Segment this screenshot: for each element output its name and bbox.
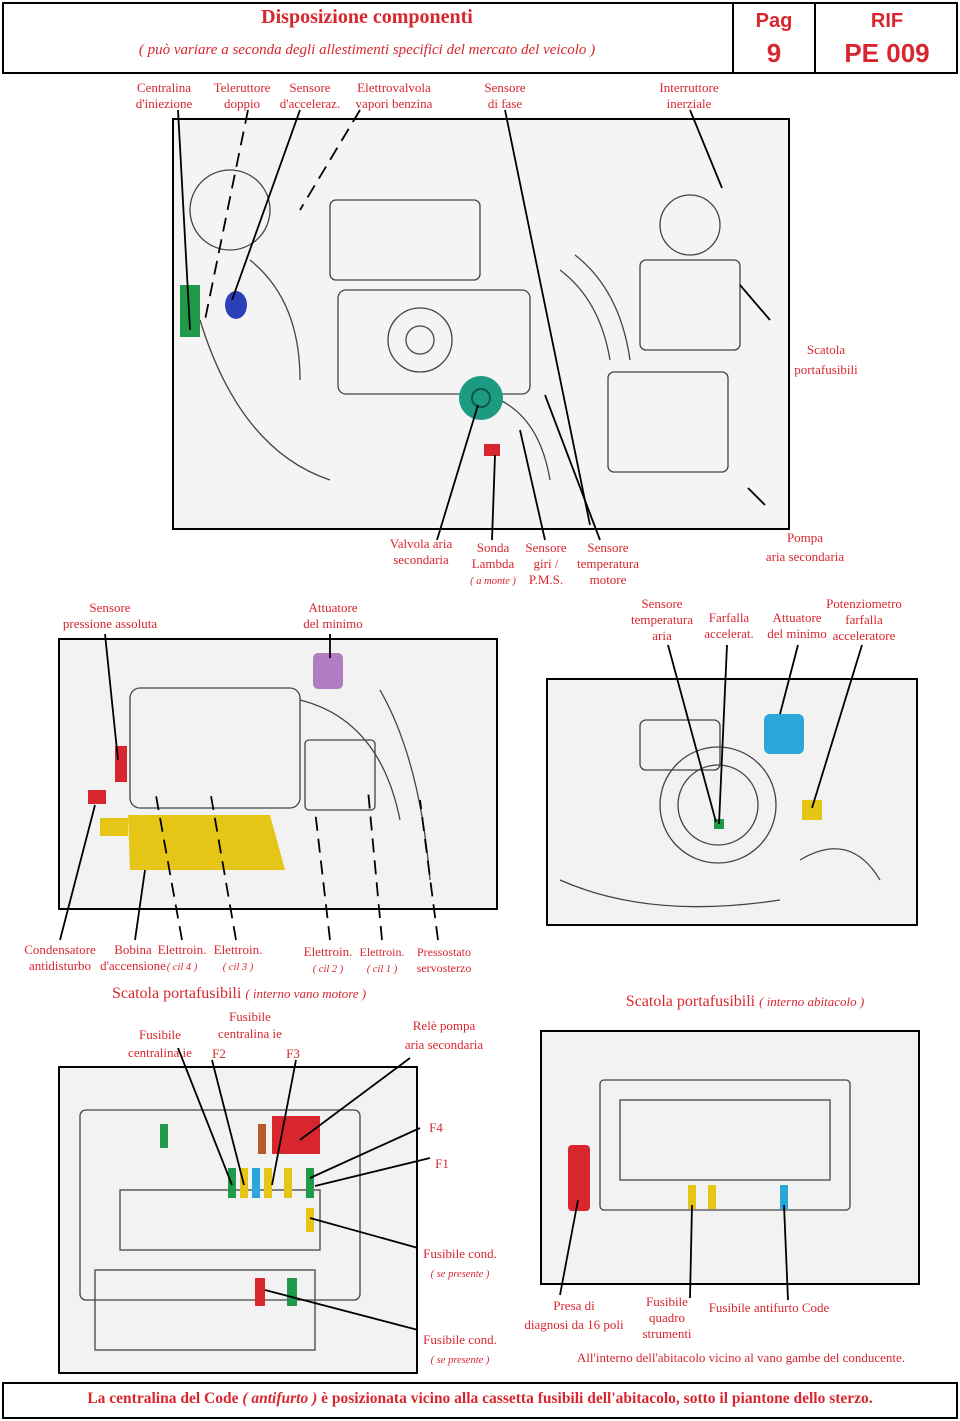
footer-box [2,1382,958,1419]
page-subtitle: ( può variare a seconda degli allestimen… [138,42,596,58]
label-elettroin1: Elettroin.( cil 1 ) [359,945,405,975]
leader-lines [59,109,863,1331]
teleruttore-marker [225,291,247,319]
engine-top-photo [172,118,790,530]
fuse-cabin-title: Scatola portafusibili ( interno abitacol… [625,993,865,1010]
quadro-marker [688,1185,696,1209]
centralina-marker [180,285,200,337]
throttle-sketch [559,719,881,908]
pag-label: Pag [755,10,793,32]
cabin-note: All'interno dell'abitacolo vicino al van… [576,1350,906,1365]
antifurto-marker [780,1185,788,1209]
fuse-cabin-photo [540,1030,920,1285]
attuatore-left-marker [313,653,343,689]
label-elettroin3: Elettroin.( cil 3 ) [213,942,263,973]
presa-marker [568,1145,590,1211]
sonda-marker [484,444,500,456]
label-f2: F2 [212,1046,226,1061]
label-f1: F1 [435,1156,449,1171]
label-antifurto: Fusibile antifurto Code [708,1300,830,1315]
potenziometro-marker [802,800,822,820]
label-cond1: Fusibile cond.( se presente ) [423,1246,497,1280]
fuse-engine-photo [58,1066,418,1374]
throttle-photo [546,678,918,926]
label-f4: F4 [429,1120,443,1135]
header-divider-2 [814,2,816,74]
label-f3: F3 [286,1046,300,1061]
engine-top-sketch [189,169,741,481]
rif-label: RIF [870,10,904,32]
rif-value: PE 009 [844,38,930,68]
engine-left-sketch [129,687,431,881]
condensatore-marker [88,790,106,804]
header-divider-1 [732,2,734,74]
label-elettroin2: Elettroin.( cil 2 ) [303,944,353,975]
bobina-marker [128,815,285,870]
bobina-connector [100,818,128,836]
fuse-cabin-sketch [599,1079,851,1211]
header [2,2,958,74]
footer-text: La centralina del Code ( antifurto ) è p… [87,1390,873,1407]
label-elettroin4: Elettroin.( cil 4 ) [157,942,207,973]
label-cond2: Fusibile cond.( se presente ) [423,1332,497,1366]
pag-value: 9 [766,38,782,68]
attuatore-right-marker [764,714,804,754]
valvola-marker [459,376,503,420]
fuse-engine-title: Scatola portafusibili ( interno vano mot… [112,985,367,1002]
page-title: Disposizione componenti [261,6,473,28]
